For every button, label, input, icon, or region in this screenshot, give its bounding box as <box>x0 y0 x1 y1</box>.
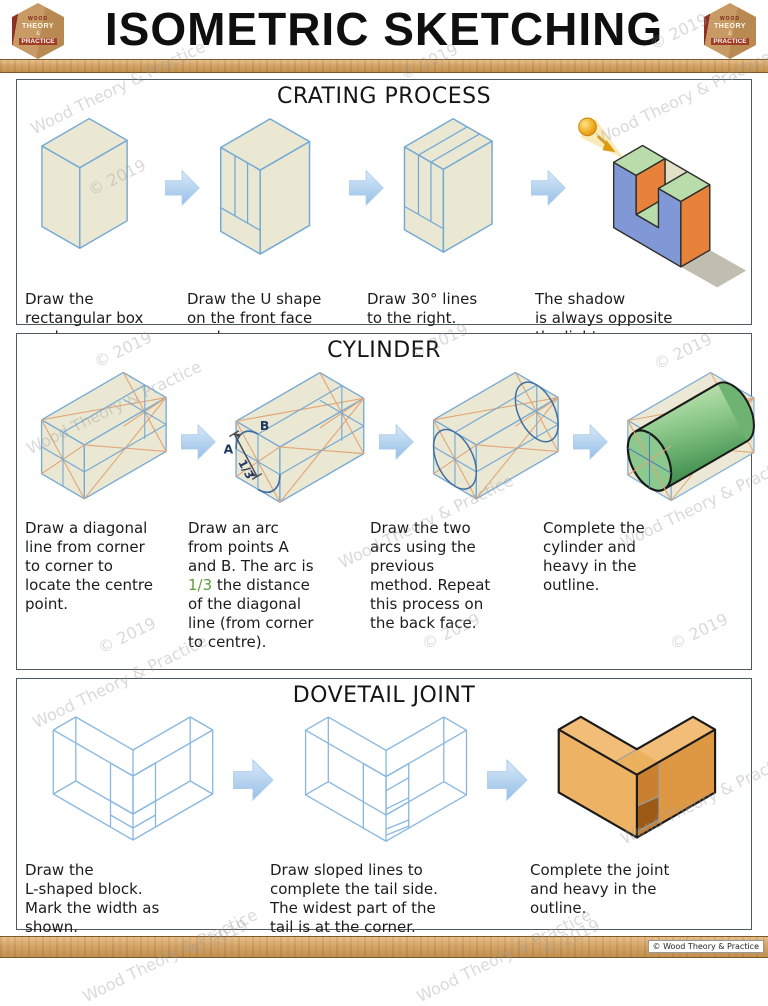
dovetail-captions-row: Draw the L-shaped block. Mark the width … <box>17 861 751 937</box>
cylinder-captions-row: Draw a diagonal line from corner to corn… <box>17 519 751 651</box>
arrow-right-icon <box>487 758 529 802</box>
cylinder-figures-row: A B 1/3 <box>17 363 751 519</box>
dovetail-section-title: DOVETAIL JOINT <box>292 683 476 708</box>
crating-step4-figure <box>567 111 763 290</box>
point-a-label: A <box>224 443 234 457</box>
arrow-right-icon <box>379 423 415 461</box>
section-cylinder: CYLINDER <box>16 333 752 670</box>
brand-logo-hexagon-right: WOOD THEORY & PRACTICE <box>704 3 756 59</box>
cylinder-caption-2: Draw an arc from points A and B. The arc… <box>188 519 360 651</box>
cylinder-caption-3: Draw the two arcs using the previous met… <box>370 519 491 632</box>
arrow-right-icon <box>181 423 217 461</box>
dovetail-step1-figure <box>23 710 233 860</box>
wood-divider-top <box>0 59 768 73</box>
section-dovetail-joint: DOVETAIL JOINT <box>16 678 752 936</box>
cylinder-step4-figure <box>609 365 768 514</box>
cylinder-section-title: CYLINDER <box>327 338 441 363</box>
logo-word-practice: PRACTICE <box>711 37 749 46</box>
crating-step3-figure <box>385 111 531 267</box>
crating-step2-figure <box>201 111 349 269</box>
wood-divider-bottom: © Wood Theory & Practice <box>0 936 768 958</box>
cylinder-caption-4: Complete the cylinder and heavy in the o… <box>543 519 645 595</box>
crating-caption-1: Draw the rectangular box as shown. <box>25 290 144 346</box>
point-b-label: B <box>260 419 269 433</box>
crating-caption-3: Draw 30° lines to the right. <box>367 290 478 328</box>
sun-icon <box>578 117 597 137</box>
logo-ampersand: & <box>35 30 40 37</box>
cylinder-caption-1: Draw a diagonal line from corner to corn… <box>25 519 153 613</box>
arrow-right-icon <box>573 423 609 461</box>
dovetail-caption-2: Draw sloped lines to complete the tail s… <box>270 861 438 937</box>
crating-section-title: CRATING PROCESS <box>276 84 492 109</box>
arrow-right-icon <box>165 169 201 207</box>
cylinder-step3-figure <box>415 365 573 512</box>
dovetail-figures-row <box>17 708 751 861</box>
dovetail-step3-figure <box>529 710 735 857</box>
logo-ampersand: & <box>727 30 732 37</box>
logo-word-theory: THEORY <box>22 22 54 30</box>
shadow-shape <box>680 250 747 288</box>
arrow-right-icon <box>233 758 275 802</box>
fraction-highlight: 1/3 <box>188 576 213 595</box>
caption-text-post: the distance of the diagonal line (from … <box>188 576 314 651</box>
arrow-right-icon <box>349 169 385 207</box>
cylinder-step1-figure <box>23 365 181 512</box>
logo-word-wood: WOOD <box>27 15 49 22</box>
cylinder-step2-figure: A B 1/3 <box>217 365 379 519</box>
section-crating-process: CRATING PROCESS <box>16 79 752 346</box>
copyright-notice: © Wood Theory & Practice <box>647 940 764 953</box>
logo-word-theory: THEORY <box>714 22 746 30</box>
dovetail-caption-1: Draw the L-shaped block. Mark the width … <box>25 861 160 937</box>
dovetail-step2-figure <box>275 710 487 861</box>
logo-word-practice: PRACTICE <box>19 37 57 46</box>
arrow-right-icon <box>531 169 567 207</box>
page-title: ISOMETRIC SKETCHING <box>104 3 664 55</box>
crating-figures-row <box>17 109 751 290</box>
logo-word-wood: WOOD <box>719 15 741 22</box>
caption-text-pre: Draw an arc from points A and B. The arc… <box>188 519 314 576</box>
crating-step1-figure <box>23 111 165 262</box>
dovetail-caption-3: Complete the joint and heavy in the outl… <box>530 861 670 918</box>
